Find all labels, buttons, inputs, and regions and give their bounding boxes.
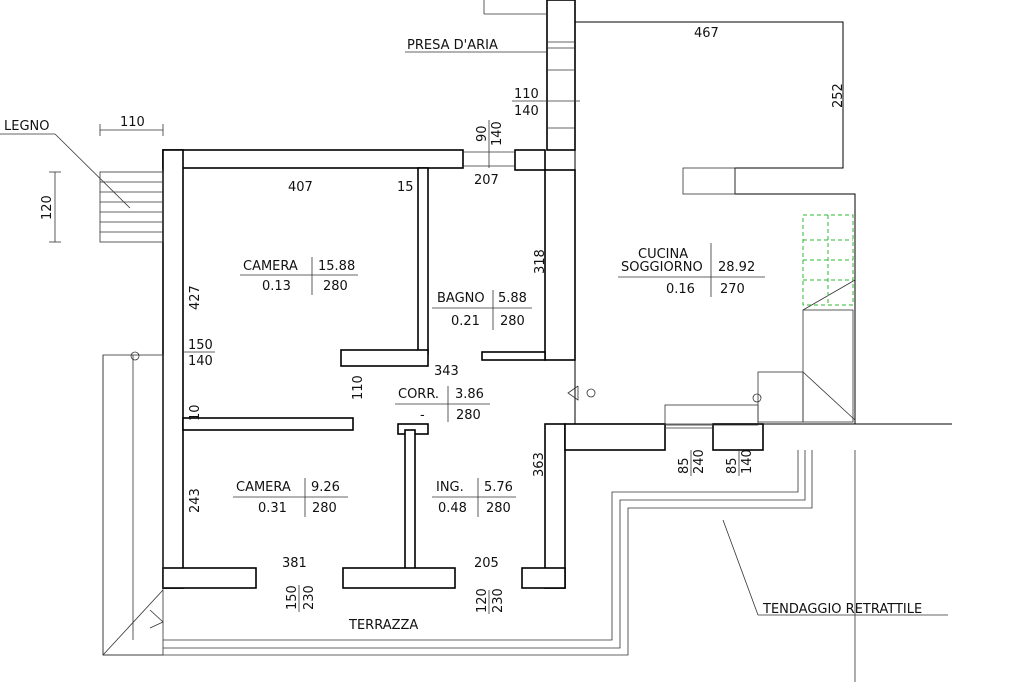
symbols	[130, 351, 762, 403]
label-legno: LEGNO	[4, 119, 50, 134]
annotations: PRESA D'ARIA LEGNO TERRAZZA TENDAGGIO RE…	[4, 38, 948, 633]
dim-240: 240	[692, 449, 707, 474]
left-stairs	[102, 354, 164, 656]
dim-427: 427	[188, 285, 203, 310]
dim-120: 120	[40, 195, 55, 220]
room-name: CAMERA	[243, 259, 298, 274]
room-name: CUCINA	[638, 247, 688, 262]
right-stairs	[664, 279, 856, 426]
room-height: 280	[323, 279, 348, 294]
wall-kitchen-outline	[574, 21, 856, 424]
room-area: 5.88	[498, 291, 527, 306]
room-ratio: 0.48	[438, 501, 467, 516]
dim-205: 205	[474, 556, 499, 571]
room-height: 280	[486, 501, 511, 516]
room-area: 15.88	[318, 259, 355, 274]
room-area: 9.26	[311, 480, 340, 495]
wall-bottom-2	[342, 567, 456, 589]
room-bagno: BAGNO 5.88 0.21 280	[432, 290, 532, 330]
wall-lower-right	[712, 423, 764, 451]
walls	[162, 0, 952, 589]
dim-140-a: 140	[514, 104, 539, 119]
wall-bagno-right	[544, 169, 576, 361]
dim-110-a: 110	[514, 87, 539, 102]
dim-90: 90	[475, 125, 490, 142]
dim-110-top: 110	[120, 115, 145, 130]
room-camera-1: CAMERA 15.88 0.13 280	[240, 257, 358, 295]
label-tendaggio: TENDAGGIO RETRATTILE	[762, 602, 922, 617]
room-ratio: 0.21	[451, 314, 480, 329]
room-height: 280	[456, 408, 481, 423]
dim-230-b: 230	[491, 588, 506, 613]
wall-camera-right	[417, 167, 429, 355]
wood-steps	[0, 124, 164, 243]
wall-camera2-right	[404, 429, 416, 571]
wall-duct	[546, 0, 576, 151]
room-ratio: -	[420, 408, 425, 423]
dim-110-b: 110	[351, 375, 366, 400]
dim-150-a: 150	[188, 338, 213, 353]
dim-140-d: 140	[740, 449, 755, 474]
room-area: 28.92	[718, 260, 755, 275]
room-ingresso: ING. 5.76 0.48 280	[432, 478, 516, 517]
dim-252: 252	[831, 83, 846, 108]
room-ratio: 0.16	[666, 282, 695, 297]
wall-bottom-1	[162, 567, 257, 589]
room-height: 280	[312, 501, 337, 516]
dim-230-a: 230	[302, 585, 317, 610]
room-cucina-soggiorno: CUCINA SOGGIORNO 28.92 0.16 270	[618, 243, 765, 297]
dim-318: 318	[533, 249, 548, 274]
right-stairs-dashed	[802, 214, 854, 306]
room-name: CORR.	[398, 387, 439, 402]
wall-mid-horizontal	[182, 417, 354, 431]
label-presa-aria: PRESA D'ARIA	[407, 38, 498, 53]
room-name: CAMERA	[236, 480, 291, 495]
dim-85-b: 85	[725, 457, 740, 474]
room-name: BAGNO	[437, 291, 485, 306]
wall-ing-right	[544, 423, 566, 589]
dim-140-c: 140	[188, 354, 213, 369]
room-height: 270	[720, 282, 745, 297]
dim-10: 10	[188, 404, 203, 421]
dim-140-b: 140	[490, 121, 505, 146]
openings	[463, 0, 736, 429]
room-corridoio: CORR. 3.86 - 280	[395, 386, 490, 423]
room-ratio: 0.31	[258, 501, 287, 516]
label-terrazza: TERRAZZA	[348, 618, 418, 633]
room-height: 280	[500, 314, 525, 329]
wall-camera-bottom	[340, 349, 429, 367]
wall-bagno-bottom	[481, 351, 546, 361]
room-camera-2: CAMERA 9.26 0.31 280	[233, 478, 348, 517]
dim-363: 363	[532, 452, 547, 477]
dimensions: 467 252 110 140 90 140 207 407 15 318 11…	[40, 26, 846, 614]
dim-207: 207	[474, 173, 499, 188]
dim-120-b: 120	[475, 588, 490, 613]
dim-15: 15	[397, 180, 414, 195]
wall-lower-mid	[564, 423, 666, 451]
room-ratio: 0.13	[262, 279, 291, 294]
dim-150-b: 150	[285, 585, 300, 610]
dim-343: 343	[434, 364, 459, 379]
wall-bottom-3	[521, 567, 566, 589]
dim-243: 243	[188, 488, 203, 513]
wall-top-mid	[514, 149, 546, 171]
wall-top-left	[162, 149, 464, 169]
room-name: ING.	[436, 480, 464, 495]
room-area: 5.76	[484, 480, 513, 495]
room-area: 3.86	[455, 387, 484, 402]
dim-85-a: 85	[677, 457, 692, 474]
dim-467: 467	[694, 26, 719, 41]
room-name-2: SOGGIORNO	[621, 260, 703, 275]
dim-381: 381	[282, 556, 307, 571]
dim-407: 407	[288, 180, 313, 195]
wall-left	[162, 149, 184, 589]
